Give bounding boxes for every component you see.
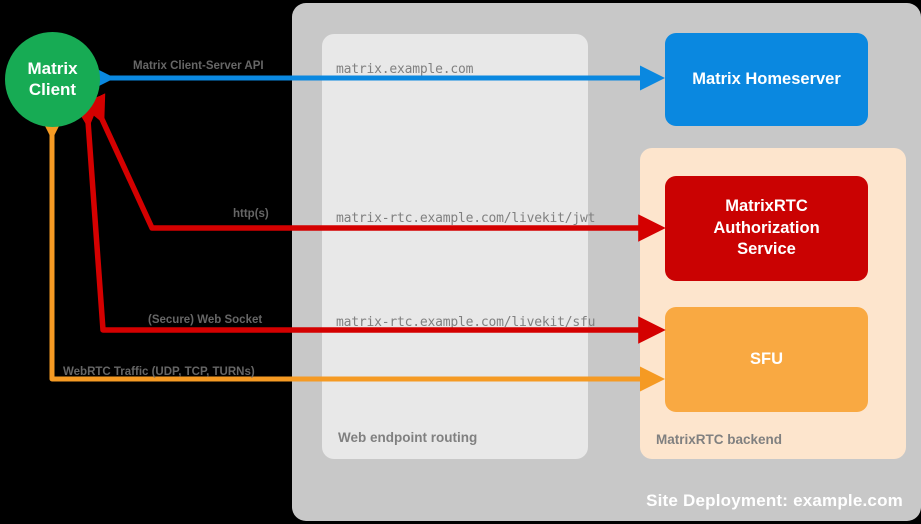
endpoint-url-livekit-sfu: matrix-rtc.example.com/livekit/sfu [336,315,596,330]
auth-service-line1: MatrixRTC [725,197,808,216]
matrix-client-line1: Matrix [27,59,78,79]
auth-service-line2: Authorization [713,218,820,237]
web-endpoint-routing-container: Web endpoint routing [322,34,588,459]
endpoint-url-matrix: matrix.example.com [336,62,474,77]
site-deployment-label: Site Deployment: example.com [646,491,903,510]
endpoint-url-livekit-jwt: matrix-rtc.example.com/livekit/jwt [336,211,596,226]
sfu-label: SFU [750,350,783,368]
matrixrtc-backend-label: MatrixRTC backend [656,432,783,447]
connection-label-secure-websocket: (Secure) Web Socket [148,314,263,326]
connection-label-webrtc-traffic: WebRTC Traffic (UDP, TCP, TURNs) [63,366,255,378]
web-endpoint-routing-label: Web endpoint routing [338,430,478,445]
connection-label-client-server-api: Matrix Client-Server API [133,60,264,72]
node-sfu: SFU [665,307,868,412]
matrix-homeserver-label: Matrix Homeserver [692,70,841,88]
node-matrixrtc-authorization-service: MatrixRTC Authorization Service [665,176,868,281]
auth-service-line3: Service [737,240,796,259]
node-matrix-homeserver: Matrix Homeserver [665,33,868,126]
connection-label-https: http(s) [233,208,269,220]
matrix-client-line2: Client [28,79,77,99]
node-matrix-client: Matrix Client [5,32,100,127]
